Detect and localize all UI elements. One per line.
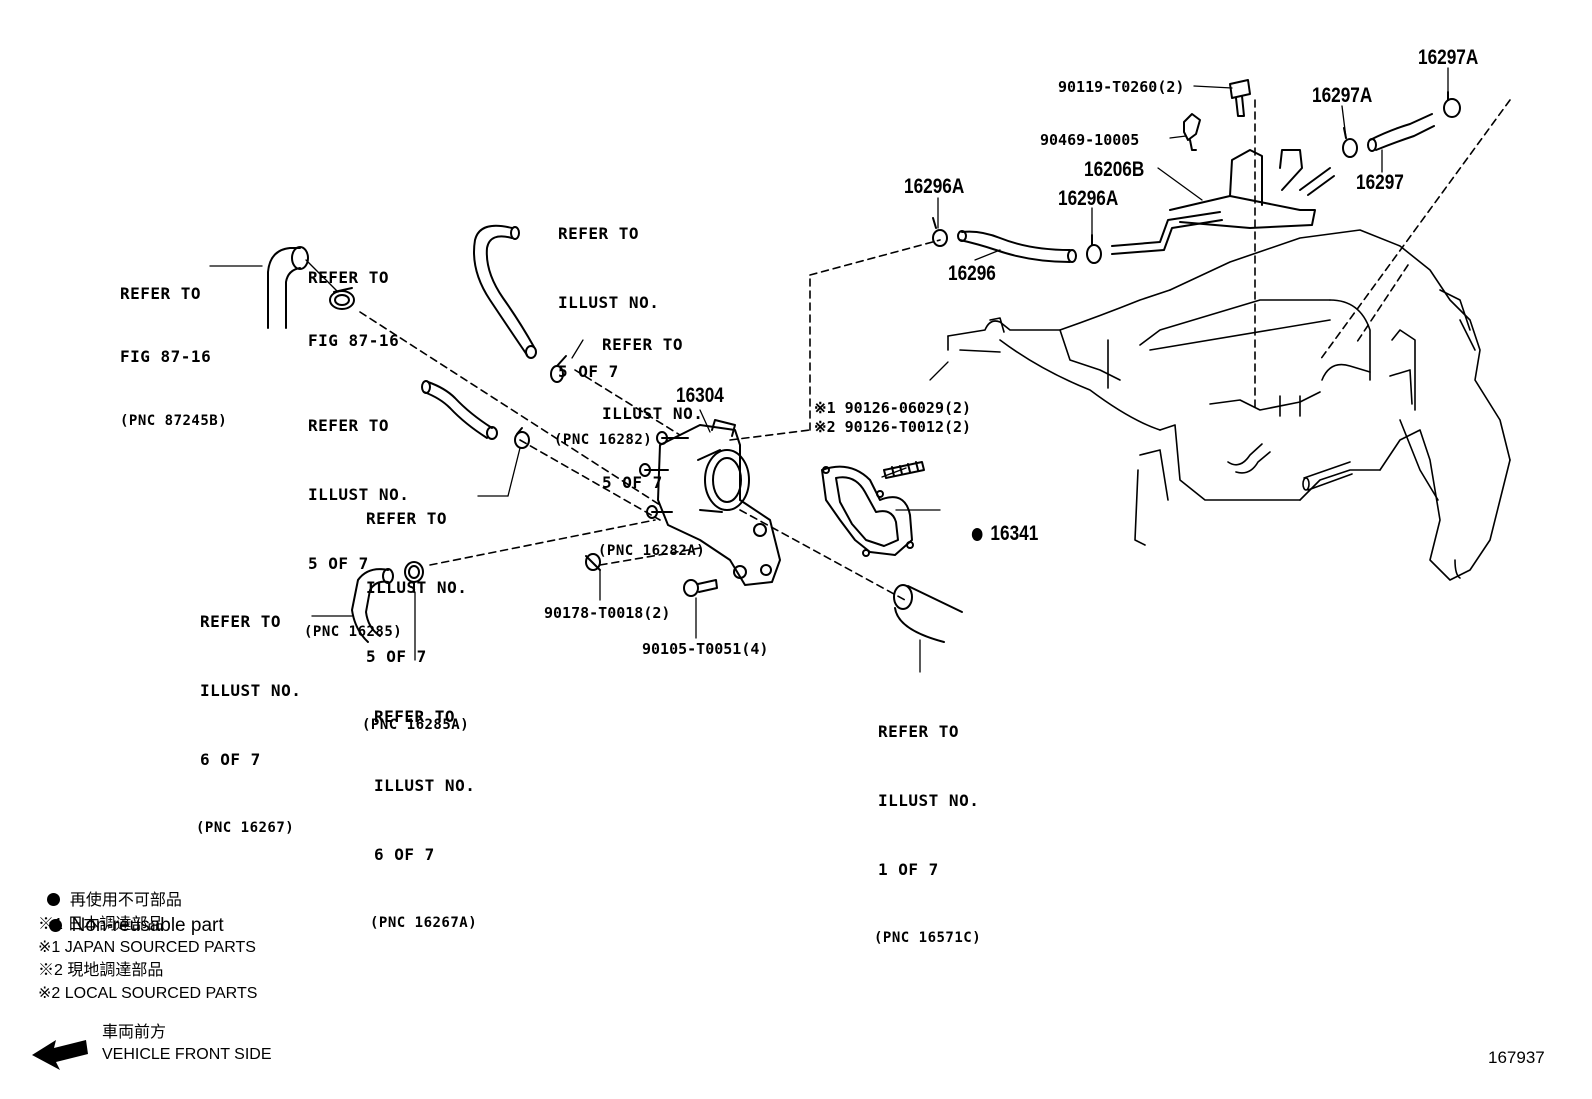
part-number: 16341: [990, 522, 1039, 545]
ref-line: (PNC 87245B): [120, 413, 228, 429]
non-reusable-dot-icon: [48, 919, 62, 932]
ref-line: FIG 87-16: [120, 347, 212, 366]
pipe-16206b: [1111, 149, 1335, 255]
part-16304[interactable]: 16304: [676, 384, 724, 407]
ref-16267a[interactable]: REFER TO ILLUST NO. 6 OF 7 (PNC 16267A): [370, 659, 477, 958]
hose-16296: [957, 230, 1077, 263]
ref-line: (PNC 16282A): [598, 543, 706, 559]
leader-lines: [209, 67, 1449, 673]
legend-japan-en: ※1 JAPAN SOURCED PARTS: [38, 939, 256, 956]
legend-non-reusable-jp: 再使用不可部品: [38, 866, 182, 912]
ref-line: REFER TO: [374, 707, 456, 726]
ref-line: REFER TO: [602, 335, 684, 354]
bolt-90119: [1229, 79, 1251, 117]
illustration-number: 167937: [1488, 1048, 1545, 1067]
hose-16282: [473, 224, 537, 359]
part-90469[interactable]: 90469-10005: [1040, 131, 1140, 149]
hose-16285: [421, 380, 498, 440]
stud-90126: [883, 461, 925, 479]
part-16296a-2[interactable]: 16296A: [1058, 187, 1119, 210]
part-90105[interactable]: 90105-T0051(4): [642, 640, 769, 658]
ref-line: 1 OF 7: [878, 860, 939, 879]
ref-16285a[interactable]: REFER TO ILLUST NO. 5 OF 7 (PNC 16285A): [362, 461, 469, 760]
ref-16267[interactable]: REFER TO ILLUST NO. 6 OF 7 (PNC 16267): [196, 564, 302, 863]
non-reusable-dot-icon: [46, 893, 60, 906]
ref-line: REFER TO: [308, 416, 390, 435]
ref-line: 5 OF 7: [366, 647, 427, 666]
vehicle-front-arrow-icon: [32, 1040, 88, 1070]
radiator-hose-left: [267, 246, 309, 329]
part-16341[interactable]: 16341: [962, 498, 1038, 546]
ref-line: 6 OF 7: [374, 845, 435, 864]
clamp-16297a-2: [1443, 91, 1461, 118]
legend-japan-jp: ※1 日本調達部品: [38, 916, 164, 933]
outlet-pipe-16571c: [893, 584, 963, 643]
ref-line: ILLUST NO.: [558, 293, 660, 312]
hose-16267: [351, 568, 394, 643]
ref-16571c[interactable]: REFER TO ILLUST NO. 1 OF 7 (PNC 16571C): [874, 674, 981, 973]
part-90126-2[interactable]: ※2 90126-T0012(2): [814, 418, 972, 436]
ref-line: REFER TO: [200, 612, 282, 631]
gasket-16341: [821, 465, 914, 557]
ref-line: ILLUST NO.: [366, 578, 468, 597]
ref-line: 5 OF 7: [602, 473, 663, 492]
legend-non-reusable-en: Non-reusable part: [38, 891, 224, 937]
clamp-16267a: [404, 561, 424, 593]
ref-16282[interactable]: REFER TO ILLUST NO. 5 OF 7 (PNC 16282): [554, 176, 660, 475]
legend-front-en: VEHICLE FRONT SIDE: [102, 1046, 272, 1063]
ref-fig-clamp[interactable]: REFER TO FIG 87-16: [308, 220, 399, 375]
part-16297a-2[interactable]: 16297A: [1418, 46, 1479, 69]
part-16296[interactable]: 16296: [948, 262, 996, 285]
ref-line: REFER TO: [308, 268, 390, 287]
clamp-16285a: [514, 427, 530, 449]
part-16296a-1[interactable]: 16296A: [904, 175, 965, 198]
legend-text: Non-reusable part: [71, 915, 224, 936]
ref-line: 5 OF 7: [558, 362, 619, 381]
ref-line: REFER TO: [878, 722, 960, 741]
part-90178[interactable]: 90178-T0018(2): [544, 604, 671, 622]
ref-line: (PNC 16571C): [874, 930, 982, 946]
ref-line: 6 OF 7: [200, 750, 261, 769]
ref-line: REFER TO: [120, 284, 202, 303]
clamp-16296a-1: [932, 217, 948, 247]
ref-line: FIG 87-16: [308, 331, 400, 350]
dashed-leaders: [359, 99, 1511, 601]
ref-line: ILLUST NO.: [308, 485, 410, 504]
ref-line: ILLUST NO.: [200, 681, 302, 700]
hose-16297: [1367, 113, 1435, 152]
water-inlet-16304: [639, 419, 781, 586]
engine-hoses: [989, 317, 1353, 491]
ref-line: (PNC 16267A): [370, 915, 478, 931]
clamp-16296a-2: [1086, 234, 1102, 264]
ref-line: (PNC 16285A): [362, 717, 470, 733]
ref-line: 5 OF 7: [308, 554, 369, 573]
ref-16285[interactable]: REFER TO ILLUST NO. 5 OF 7 (PNC 16285): [304, 368, 410, 667]
part-90126-1[interactable]: ※1 90126-06029(2): [814, 399, 972, 417]
ref-line: ILLUST NO.: [878, 791, 980, 810]
ref-fig-87245b[interactable]: REFER TO FIG 87-16 (PNC 87245B): [120, 236, 227, 456]
ref-line: ILLUST NO.: [374, 776, 476, 795]
part-16297[interactable]: 16297: [1356, 171, 1404, 194]
legend-front-jp: 車両前方: [102, 1024, 167, 1041]
ref-line: (PNC 16285): [304, 624, 403, 640]
non-reusable-dot-icon: [971, 528, 983, 541]
ref-line: (PNC 16282): [554, 432, 653, 448]
clip-90469: [1183, 113, 1201, 151]
part-90119[interactable]: 90119-T0260(2): [1058, 78, 1185, 96]
legend-text: 再使用不可部品: [69, 892, 182, 909]
clamp-16282a: [550, 355, 567, 383]
legend-local-en: ※2 LOCAL SOURCED PARTS: [38, 985, 258, 1002]
bolt-90178: [585, 553, 601, 571]
ref-line: ILLUST NO.: [602, 404, 704, 423]
part-16206b[interactable]: 16206B: [1084, 158, 1145, 181]
ref-line: (PNC 16267): [196, 820, 295, 836]
ref-line: REFER TO: [558, 224, 640, 243]
ref-16282a[interactable]: REFER TO ILLUST NO. 5 OF 7 (PNC 16282A): [598, 287, 705, 586]
legend-local-jp: ※2 現地調達部品: [38, 962, 164, 979]
engine-block-outline: [947, 229, 1511, 581]
ref-line: REFER TO: [366, 509, 448, 528]
bolt-90105: [683, 579, 718, 597]
part-16297a-1[interactable]: 16297A: [1312, 84, 1373, 107]
